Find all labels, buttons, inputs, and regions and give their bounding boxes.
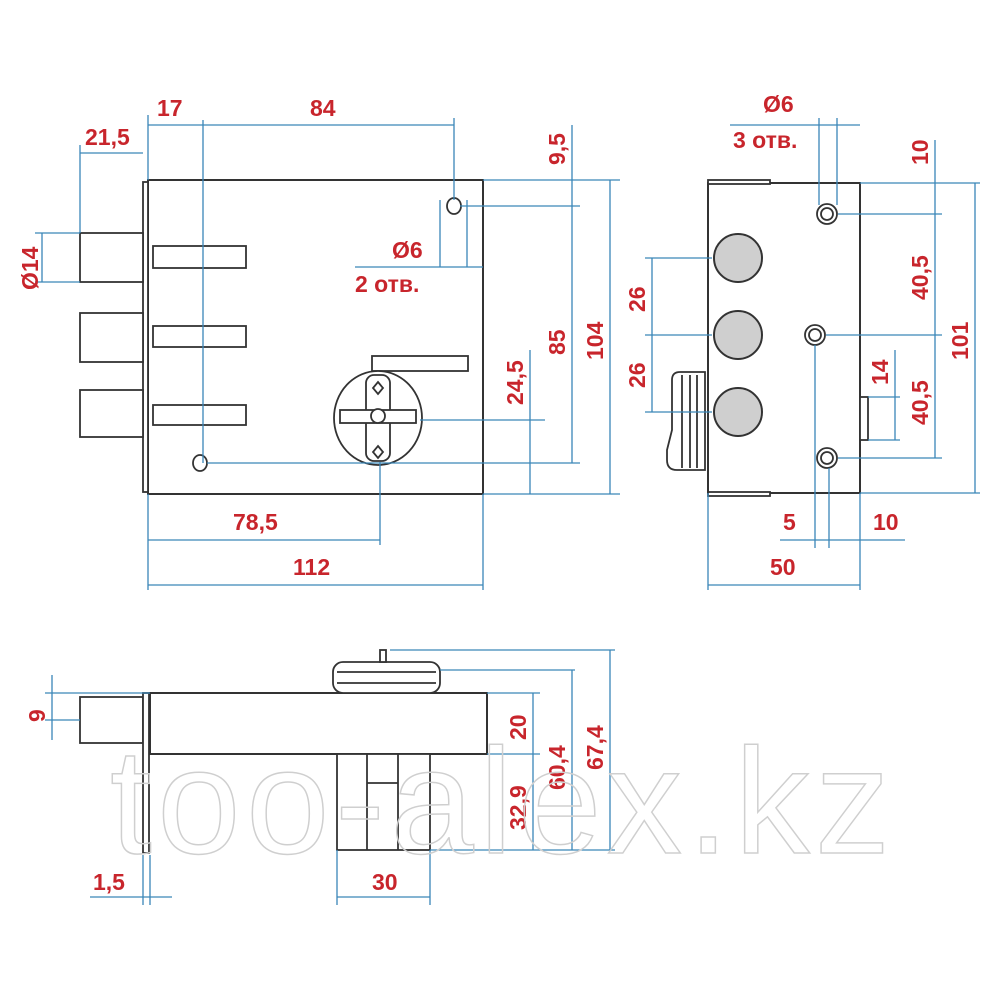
- side-dim-d6: Ø6: [763, 91, 794, 117]
- bolt-bar-2: [152, 325, 247, 348]
- bottom-view: 9 20 32,9 60,4 67,4 1,5 30: [24, 649, 615, 905]
- side-dimension-lines: [645, 118, 980, 590]
- dim-9-5: 9,5: [544, 133, 570, 165]
- cylinder-housing: [336, 753, 431, 851]
- holes-3: 3 отв.: [733, 127, 797, 153]
- dim-5: 5: [783, 509, 796, 535]
- dim-67-4: 67,4: [582, 725, 608, 770]
- knob: [666, 371, 706, 471]
- front-dimension-lines: [35, 115, 620, 590]
- mount-hole-top: [446, 197, 462, 215]
- cylinder-knob: [332, 649, 441, 694]
- dim-60-4: 60,4: [544, 745, 570, 790]
- dim-85: 85: [544, 329, 570, 355]
- dim-40-5-bottom: 40,5: [907, 380, 933, 425]
- dim-84: 84: [310, 95, 336, 121]
- dim-10-bottom: 10: [873, 509, 899, 535]
- dim-26-top: 26: [624, 286, 650, 312]
- bolt-2: [79, 312, 144, 363]
- holes-2: 2 отв.: [355, 271, 419, 297]
- watermark: too-alex.kz: [110, 717, 890, 885]
- dim-112: 112: [293, 554, 330, 580]
- dim-26-bottom: 26: [624, 362, 650, 388]
- side-holes: [804, 203, 838, 469]
- dim-104: 104: [582, 321, 608, 360]
- dim-21-5: 21,5: [85, 124, 130, 150]
- dim-14: 14: [867, 359, 893, 385]
- dim-1-5: 1,5: [93, 869, 125, 895]
- bottom-dimension-lines: [45, 649, 615, 905]
- bottom-body: [149, 692, 488, 755]
- bolt-end-1: [713, 233, 763, 283]
- dim-d14: Ø14: [17, 246, 43, 290]
- bottom-tab: [707, 491, 771, 497]
- dim-24-5: 24,5: [502, 360, 528, 405]
- cylinder: [333, 370, 423, 466]
- mount-hole-bottom: [192, 454, 208, 472]
- bolt-end-3: [713, 387, 763, 437]
- latch-bar: [371, 355, 469, 372]
- side-latch: [859, 396, 869, 441]
- dim-50: 50: [770, 554, 796, 580]
- top-tab: [707, 179, 771, 185]
- dim-9: 9: [24, 709, 50, 722]
- bolt-1: [79, 232, 144, 283]
- bolt-bar-1: [152, 245, 247, 269]
- dim-17: 17: [157, 95, 183, 121]
- dim-20: 20: [505, 714, 531, 740]
- dim-10-top: 10: [907, 139, 933, 165]
- dim-78-5: 78,5: [233, 509, 278, 535]
- dim-32-9: 32,9: [505, 785, 531, 830]
- dim-30: 30: [372, 869, 398, 895]
- dim-40-5-top: 40,5: [907, 255, 933, 300]
- bolt-3: [79, 389, 144, 438]
- side-view: Ø6 3 отв. 10 40,5 101 14 40,5 26 26 5 10…: [624, 91, 980, 590]
- bolt-end-2: [713, 310, 763, 360]
- dim-101: 101: [947, 321, 973, 360]
- bolt-bar-3: [152, 404, 247, 426]
- front-view: 17 84 21,5 Ø14 9,5 Ø6 2 отв. 85 104 24,5…: [17, 95, 620, 590]
- dim-d6: Ø6: [392, 237, 423, 263]
